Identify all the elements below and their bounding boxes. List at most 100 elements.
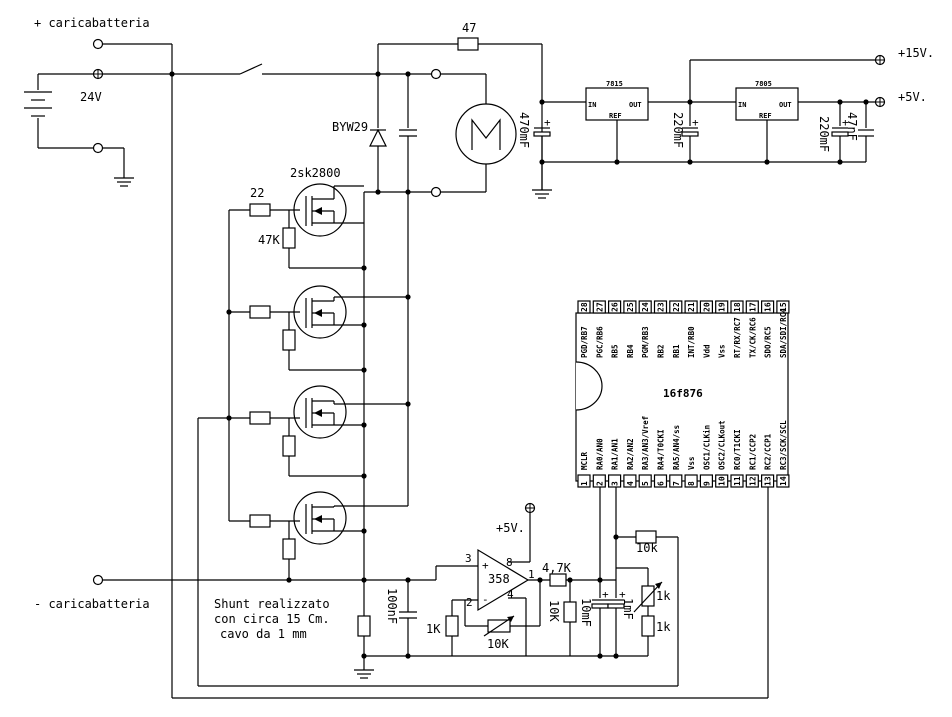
mcu-pin-number: 14 xyxy=(779,476,788,486)
mcu-pin-number: 22 xyxy=(672,302,681,312)
current-sense-section: Shunt realizzato con circa 15 Cm. cavo d… xyxy=(214,496,648,679)
mcu-pin-number: 15 xyxy=(779,302,788,312)
charger-input-section: + caricabatteria 24V xyxy=(24,16,769,699)
terminal-15v xyxy=(874,54,886,66)
output-5v-label: +5V. xyxy=(898,90,927,104)
capacitor-220mf-2-label: 220mF xyxy=(817,116,831,152)
mcu-pin-name: RT/RX/RC7 xyxy=(733,317,742,358)
ground-symbol xyxy=(114,177,134,187)
resistor-47-label: 47 xyxy=(462,21,476,35)
mcu-pin-number: 27 xyxy=(595,302,604,312)
mcu-pin-number: 11 xyxy=(733,476,742,486)
mcu-pin-name: RA0/AN0 xyxy=(595,438,604,470)
svg-text:+: + xyxy=(602,588,609,601)
shunt-note-line1: Shunt realizzato xyxy=(214,597,330,611)
resistor-10k-vertical xyxy=(563,601,577,623)
mcu-body xyxy=(575,312,789,482)
pulldown-resistor-1 xyxy=(282,227,296,249)
mcu-pin-number: 6 xyxy=(657,481,666,486)
mcu-pin-number: 4 xyxy=(626,481,635,486)
mcu-label: 16f876 xyxy=(663,387,703,400)
opamp-pin1-label: 1 xyxy=(528,568,535,581)
mcu-pin-number: 5 xyxy=(641,481,650,486)
reg1-out-label: OUT xyxy=(629,101,642,109)
pulldown-resistor-label: 47K xyxy=(258,233,280,247)
mcu-pin-name: INT/RB0 xyxy=(687,326,696,358)
gate-resistor-4 xyxy=(249,514,271,528)
mcu-pin-number: 25 xyxy=(626,302,635,312)
mcu-pin-number: 3 xyxy=(611,481,620,486)
supply-terminal-opamp xyxy=(524,502,536,514)
opamp-pin4-label: 4 xyxy=(507,588,514,601)
capacitor-10mf-label: 10mF xyxy=(579,598,593,627)
mcu-pin-number: 23 xyxy=(657,302,666,312)
pulldown-resistor-3 xyxy=(282,435,296,457)
svg-text:+: + xyxy=(692,116,699,129)
reg1-in-label: IN xyxy=(588,101,596,109)
mcu-pin-name: PGM/RB3 xyxy=(641,326,650,358)
mcu-pin-number: 17 xyxy=(748,302,757,312)
mcu-pin-name: Vdd xyxy=(702,344,711,358)
resistor-1k xyxy=(641,615,655,637)
mcu-pin-number: 28 xyxy=(580,302,589,312)
battery xyxy=(24,73,94,149)
battery-minus-terminal xyxy=(92,142,104,154)
reg1-ref-label: REF xyxy=(609,112,622,120)
capacitor-1mf-label: 1mF xyxy=(621,598,635,620)
diode-byw29 xyxy=(369,128,387,147)
mcu-pin-number: 26 xyxy=(611,302,620,312)
shunt-resistor xyxy=(357,615,371,637)
mcu-pin-name: RA1/AN1 xyxy=(611,438,620,470)
mcu-pin-14: 14 RC3/SCK/SCL xyxy=(776,420,790,488)
motor-plus-terminal xyxy=(430,68,442,80)
mcu-pin-name: RC2/CCP1 xyxy=(764,433,773,470)
svg-text:+: + xyxy=(544,116,551,129)
gate-resistor-1 xyxy=(249,203,271,217)
mcu-pin-name: RB1 xyxy=(672,344,681,358)
mosfet-3 xyxy=(229,385,408,477)
mcu-pin-number: 8 xyxy=(687,481,696,486)
svg-text:+: + xyxy=(842,116,849,129)
resistor-4k7-label: 4,7K xyxy=(542,561,572,575)
mcu-pin-name: RC3/SCK/SCL xyxy=(779,420,788,470)
resistor-4k7 xyxy=(549,573,567,587)
charger-plus-label: + caricabatteria xyxy=(34,16,150,30)
capacitor-470mf-label: 470mF xyxy=(517,112,531,148)
charger-plus-terminal xyxy=(92,38,104,50)
svg-text:-: - xyxy=(482,593,489,606)
mcu-pin-number: 21 xyxy=(687,302,696,312)
mcu-pin-number: 9 xyxy=(702,481,711,486)
mcu-pin-name: RC0/T1CKI xyxy=(733,429,742,470)
gate-resistor-2 xyxy=(249,305,271,319)
mcu-pin-number: 16 xyxy=(764,302,773,312)
resistor-1k-feedback xyxy=(445,615,459,637)
motor-minus-terminal xyxy=(430,186,442,198)
regulator-7805-label: 7805 xyxy=(755,80,772,88)
motor xyxy=(455,103,517,165)
mcu-pin-name: SDA/SDI/RC4 xyxy=(779,308,788,358)
mcu-pin-number: 7 xyxy=(672,481,681,486)
opamp-supply-label: +5V. xyxy=(496,521,525,535)
mcu-pin-name: PGC/RB6 xyxy=(595,326,604,358)
mcu-pin-name: OSC2/CLKout xyxy=(718,420,727,470)
mcu-pin-name: RB2 xyxy=(657,344,666,358)
resistor-10k-vertical-label: 10K xyxy=(547,600,561,622)
opamp-pin2-label: 2 xyxy=(466,596,473,609)
mcu-bottom-pins: 1MCLR2RA0/AN03RA1/AN14RA2/AN25RA3/AN3/Vr… xyxy=(577,416,790,488)
mcu-pin-name: MCLR xyxy=(580,451,589,470)
capacitor-220mf-1-label: 220mF xyxy=(671,112,685,148)
